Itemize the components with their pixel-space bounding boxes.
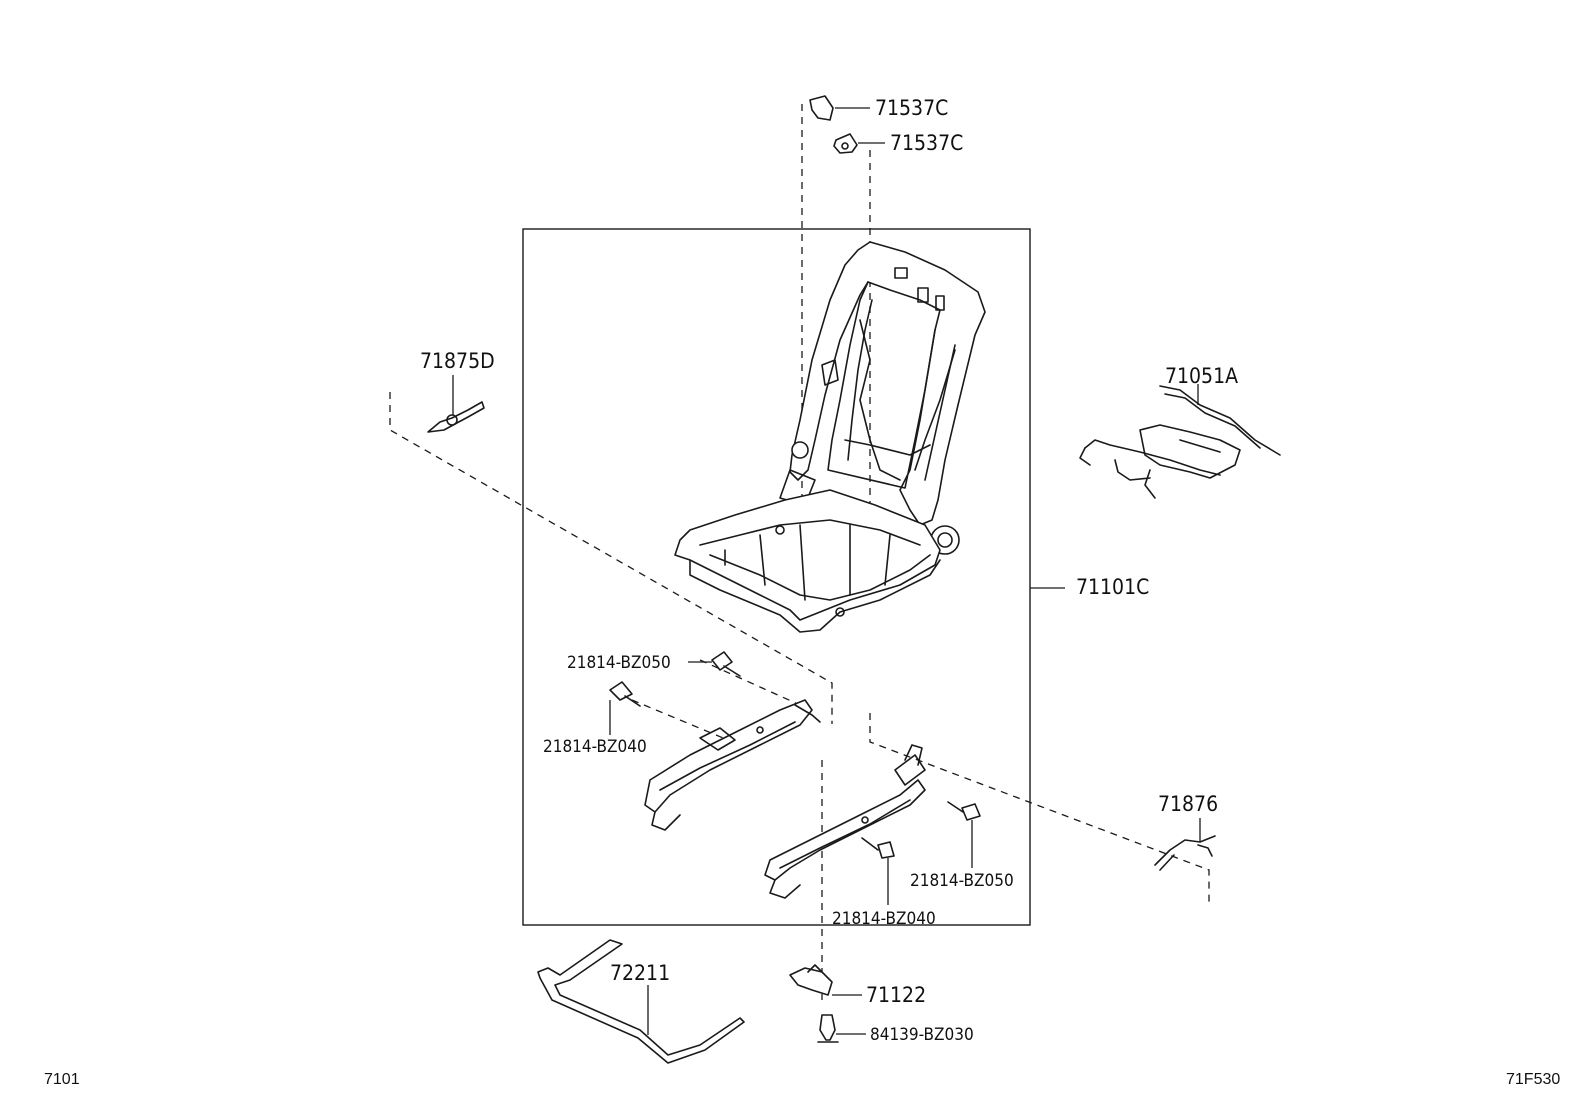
- label-71537c-bottom: 71537C: [890, 131, 963, 155]
- bolt-bz040-right: [861, 837, 895, 859]
- label-71101c: 71101C: [1076, 575, 1149, 599]
- assembly-box: [522, 228, 1031, 926]
- bracket-71876: [1154, 835, 1216, 871]
- bracket-71122: [789, 964, 833, 996]
- bracket-71875d: [427, 401, 485, 433]
- clip-71537c-bottom: [833, 133, 858, 154]
- clip-71537c-top: [809, 95, 834, 121]
- label-71875d: 71875D: [420, 349, 495, 373]
- label-72211: 72211: [610, 961, 670, 985]
- seat-frame-71101c: [674, 241, 986, 633]
- label-71537c-top: 71537C: [875, 96, 948, 120]
- phantom-lines: [389, 104, 1210, 1000]
- label-21814-bz050-right: 21814-BZ050: [910, 871, 1014, 891]
- label-71122: 71122: [866, 983, 926, 1007]
- leader-lines: [452, 107, 1201, 1035]
- label-71876: 71876: [1158, 792, 1218, 816]
- bolt-bz050-right: [947, 801, 981, 821]
- spring-71051a: [1079, 385, 1281, 499]
- label-71051a: 71051A: [1165, 364, 1238, 388]
- label-21814-bz040-left: 21814-BZ040: [543, 737, 647, 757]
- label-84139-bz030: 84139-BZ030: [870, 1025, 974, 1045]
- seat-track-right: [764, 744, 926, 899]
- seat-track-left: [644, 699, 821, 831]
- label-21814-bz040-right: 21814-BZ040: [832, 909, 936, 929]
- label-21814-bz050-left: 21814-BZ050: [567, 653, 671, 673]
- page-ref: 7101: [44, 1071, 80, 1088]
- clip-84139-bz030: [817, 1014, 839, 1043]
- wire-72211: [537, 939, 745, 1064]
- bolt-bz040-left: [609, 681, 641, 707]
- bolt-bz050-left: [711, 651, 741, 677]
- figure-code: 71F530: [1506, 1071, 1560, 1088]
